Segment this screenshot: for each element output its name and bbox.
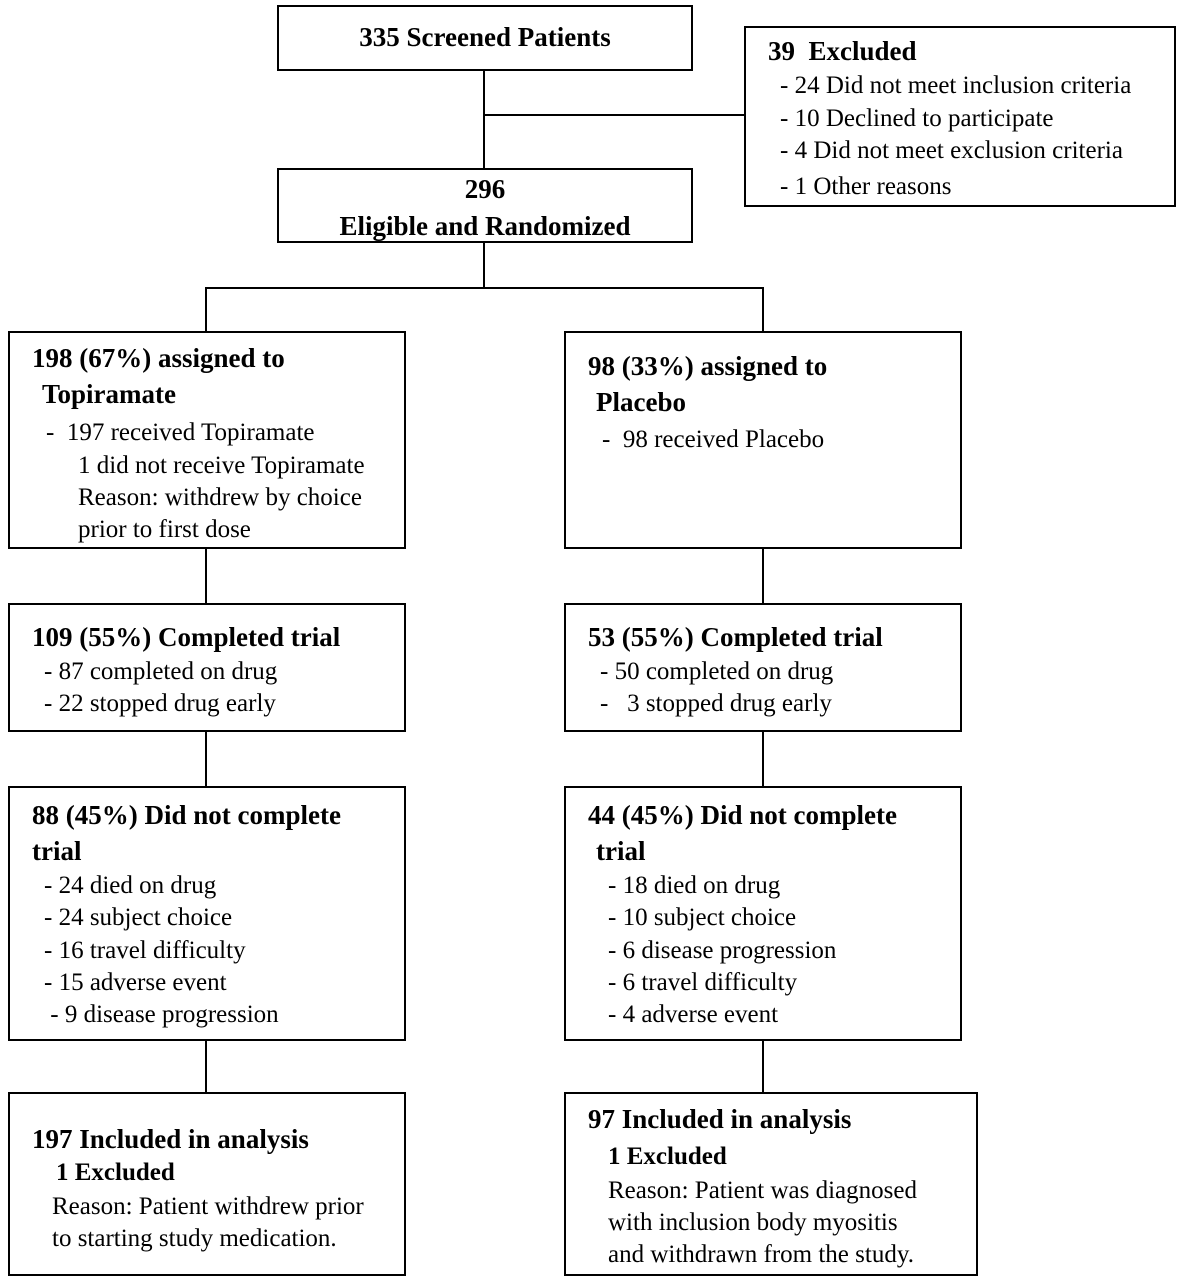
placebo-completed-box: 53 (55%) Completed trial - 50 completed … [564,603,962,732]
topiramate-analysis-title: 197 Included in analysis [32,1124,309,1154]
excluded-item: - 1 Other reasons [780,173,952,200]
screened-title: 335 Screened Patients [359,22,611,52]
connector-pla-completed-to-notcompleted [762,731,764,787]
topiramate-completed-item: - 87 completed on drug [44,658,278,685]
topiramate-not-completed-box: 88 (45%) Did not complete trial - 24 die… [8,786,406,1041]
placebo-analysis-excluded: 1 Excluded [608,1143,727,1170]
topiramate-analysis-reason-cont: to starting study medication. [52,1225,337,1252]
topiramate-assigned-box: 198 (67%) assigned to Topiramate - 197 r… [8,331,406,549]
connector-randomized-down [483,242,485,288]
topiramate-not-completed-item: - 16 travel difficulty [44,937,246,964]
topiramate-assigned-arm: Topiramate [42,379,176,409]
placebo-completed-item: - 3 stopped drug early [600,690,832,717]
connector-top-notcompleted-to-analysis [205,1040,207,1094]
topiramate-not-completed-item: - 24 subject choice [44,904,233,931]
placebo-completed-title: 53 (55%) Completed trial [588,622,883,652]
placebo-assigned-box: 98 (33%) assigned to Placebo - 98 receiv… [564,331,962,549]
placebo-analysis-title: 97 Included in analysis [588,1104,852,1134]
topiramate-not-completed-item: - 15 adverse event [44,969,227,996]
topiramate-assigned-title: 198 (67%) assigned to [32,343,285,373]
topiramate-not-completed-item: - 24 died on drug [44,872,217,899]
topiramate-completed-item: - 22 stopped drug early [44,690,276,717]
placebo-not-completed-item: - 6 disease progression [608,937,837,964]
placebo-analysis-box: 97 Included in analysis 1 Excluded Reaso… [564,1092,978,1276]
screened-box: 335 Screened Patients [277,5,693,71]
connector-to-excluded [483,114,745,116]
topiramate-not-received: 1 did not receive Topiramate [78,452,365,479]
placebo-not-completed-item: - 6 travel difficulty [608,969,798,996]
topiramate-not-completed-item: - 9 disease progression [44,1001,279,1028]
topiramate-reason: Reason: withdrew by choice [78,484,362,511]
placebo-not-completed-title: 44 (45%) Did not complete [588,800,897,830]
topiramate-analysis-excluded: 1 Excluded [56,1159,175,1186]
excluded-title: 39 Excluded [768,36,917,66]
placebo-analysis-reason: Reason: Patient was diagnosed [608,1177,917,1204]
topiramate-completed-box: 109 (55%) Completed trial - 87 completed… [8,603,406,732]
connector-to-placebo [762,287,764,332]
topiramate-reason-cont: prior to first dose [78,516,251,543]
excluded-item: - 10 Declined to participate [780,105,1054,132]
excluded-item: - 4 Did not meet exclusion criteria [780,137,1123,164]
topiramate-not-completed-title-cont: trial [32,836,82,866]
connector-top-assigned-to-completed [205,548,207,604]
placebo-analysis-reason-cont: and withdrawn from the study. [608,1241,914,1268]
placebo-assigned-arm: Placebo [596,387,686,417]
placebo-assigned-title: 98 (33%) assigned to [588,351,828,381]
topiramate-not-completed-title: 88 (45%) Did not complete [32,800,341,830]
connector-pla-notcompleted-to-analysis [762,1040,764,1094]
connector-pla-assigned-to-completed [762,548,764,604]
placebo-not-completed-item: - 10 subject choice [608,904,797,931]
placebo-not-completed-title-cont: trial [596,836,646,866]
connector-screened-to-randomized [483,70,485,170]
randomized-box: 296 Eligible and Randomized [277,168,693,243]
placebo-received: - 98 received Placebo [602,426,825,453]
placebo-not-completed-item: - 18 died on drug [608,872,781,899]
excluded-box: 39 Excluded - 24 Did not meet inclusion … [744,26,1176,207]
excluded-item: - 24 Did not meet inclusion criteria [780,72,1132,99]
topiramate-analysis-box: 197 Included in analysis 1 Excluded Reas… [8,1092,406,1276]
topiramate-received: - 197 received Topiramate [46,419,315,446]
placebo-completed-item: - 50 completed on drug [600,658,834,685]
topiramate-analysis-reason: Reason: Patient withdrew prior [52,1193,364,1220]
randomized-count: 296 [464,174,506,204]
placebo-analysis-reason-cont: with inclusion body myositis [608,1209,898,1236]
randomized-label: Eligible and Randomized [339,211,631,241]
topiramate-completed-title: 109 (55%) Completed trial [32,622,341,652]
connector-to-topiramate [205,287,207,332]
placebo-not-completed-item: - 4 adverse event [608,1001,779,1028]
connector-split-horizontal [205,287,763,289]
placebo-not-completed-box: 44 (45%) Did not complete trial - 18 die… [564,786,962,1041]
connector-top-completed-to-notcompleted [205,731,207,787]
